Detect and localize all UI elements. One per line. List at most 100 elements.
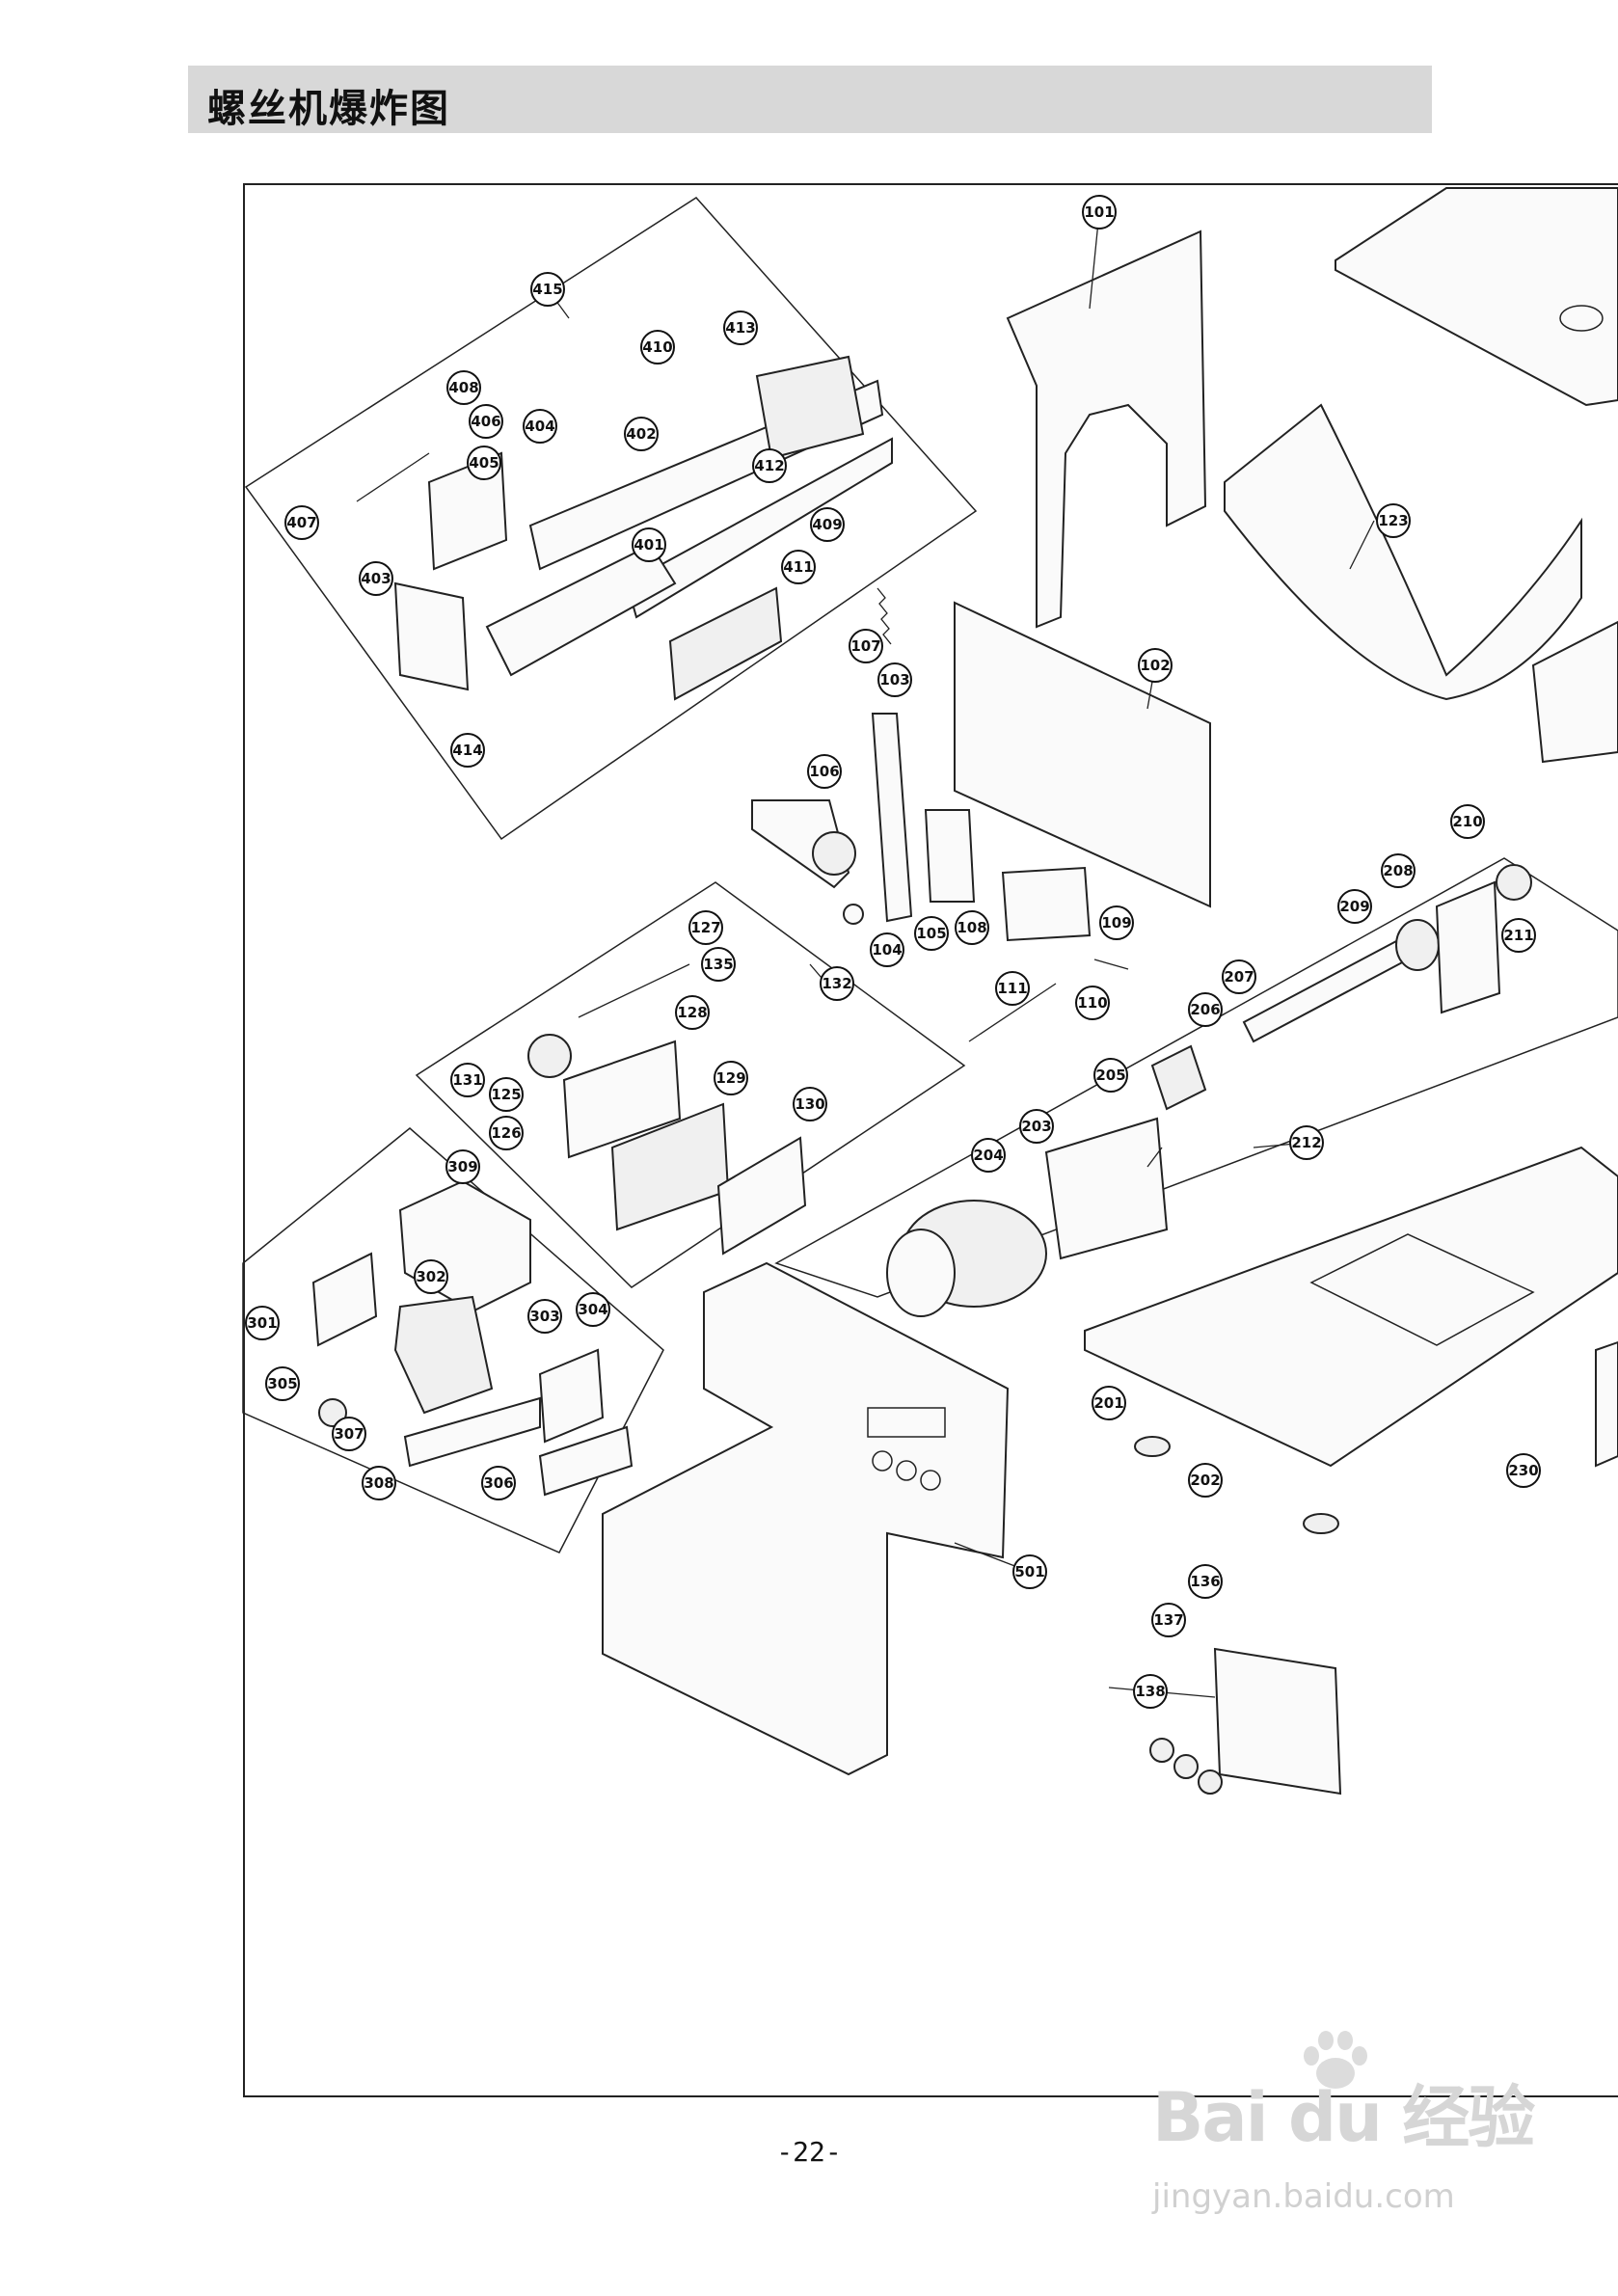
part-guide-123 (1224, 403, 1582, 701)
part-bracket-208 (1435, 880, 1501, 1014)
svg-text:207: 207 (1224, 968, 1254, 986)
svg-text:107: 107 (850, 637, 880, 655)
callout-408: 408 (446, 370, 481, 405)
part-pin-407 (356, 452, 430, 502)
svg-text:201: 201 (1093, 1394, 1123, 1412)
callout-410: 410 (640, 330, 675, 365)
callout-201: 201 (1092, 1386, 1126, 1420)
callout-202: 202 (1188, 1463, 1223, 1498)
part-gear-210 (1496, 864, 1532, 901)
part-button-138a (1149, 1738, 1174, 1763)
svg-text:403: 403 (361, 570, 391, 587)
part-spring-107 (876, 587, 892, 645)
callout-209: 209 (1337, 889, 1372, 924)
part-plate-102 (954, 601, 1211, 908)
svg-text:501: 501 (1014, 1563, 1044, 1580)
part-shaft-206 (1242, 938, 1410, 1043)
svg-text:102: 102 (1140, 657, 1170, 674)
diagram-frame (243, 183, 1618, 2097)
svg-text:206: 206 (1190, 1001, 1220, 1018)
part-motor-204-face (886, 1229, 956, 1317)
page-header: 螺丝机爆炸图 (188, 66, 1432, 133)
page-title: 螺丝机爆炸图 (207, 87, 450, 131)
svg-text:402: 402 (626, 425, 656, 443)
callout-230: 230 (1506, 1453, 1541, 1488)
callout-409: 409 (810, 507, 845, 542)
svg-text:211: 211 (1503, 927, 1533, 944)
page-number: -22- (776, 2136, 842, 2168)
part-edge-230 (1595, 1340, 1618, 1468)
svg-text:131: 131 (452, 1071, 482, 1089)
callout-304: 304 (576, 1292, 610, 1327)
svg-text:103: 103 (879, 671, 909, 689)
paw-icon (1304, 2031, 1367, 2089)
part-button-138b (1173, 1754, 1199, 1779)
callout-128: 128 (675, 995, 710, 1030)
svg-text:309: 309 (447, 1158, 477, 1175)
callout-131: 131 (450, 1063, 485, 1097)
callout-305: 305 (265, 1366, 300, 1401)
svg-text:306: 306 (483, 1474, 513, 1492)
svg-text:106: 106 (809, 763, 839, 780)
callout-406: 406 (469, 404, 503, 439)
callout-205: 205 (1093, 1058, 1128, 1093)
callout-411: 411 (781, 550, 816, 584)
svg-text:412: 412 (754, 457, 784, 474)
part-bracket-130 (716, 1136, 807, 1256)
svg-text:104: 104 (872, 941, 902, 959)
callout-405: 405 (467, 446, 501, 480)
callout-301: 301 (245, 1306, 280, 1340)
svg-text:130: 130 (795, 1095, 824, 1113)
part-arm-127 (578, 963, 690, 1018)
callout-207: 207 (1222, 959, 1256, 994)
part-top-cover-hole (1559, 305, 1604, 332)
callout-110: 110 (1075, 986, 1110, 1020)
callout-126: 126 (489, 1116, 524, 1150)
callouts: 101 102 103 104 105 106 107 108 109 110 … (245, 195, 1541, 1709)
part-plate-128 (562, 1040, 682, 1159)
svg-text:123: 123 (1378, 512, 1408, 529)
svg-text:202: 202 (1190, 1472, 1220, 1489)
svg-text:110: 110 (1077, 994, 1107, 1012)
callout-107: 107 (849, 629, 883, 663)
callout-303: 303 (527, 1299, 562, 1334)
part-housing-button-1 (872, 1450, 893, 1472)
part-edge-bracket (1531, 620, 1618, 764)
part-bracket-302 (398, 1179, 531, 1313)
part-tray-201-window (1309, 1233, 1535, 1346)
part-plate-401 (485, 543, 677, 677)
svg-text:303: 303 (529, 1308, 559, 1325)
callout-401: 401 (632, 527, 666, 562)
part-housing-display (867, 1407, 946, 1438)
svg-text:305: 305 (267, 1375, 297, 1392)
svg-text:230: 230 (1508, 1462, 1538, 1479)
callout-414: 414 (450, 733, 485, 768)
svg-text:108: 108 (957, 919, 986, 936)
part-top-cover (1335, 187, 1618, 407)
part-washer-104 (843, 904, 864, 925)
svg-text:406: 406 (471, 413, 500, 430)
part-cam-205 (1150, 1044, 1207, 1111)
svg-text:413: 413 (725, 319, 755, 337)
svg-text:132: 132 (822, 975, 851, 992)
callout-203: 203 (1019, 1109, 1054, 1144)
svg-text:105: 105 (916, 925, 946, 942)
svg-text:407: 407 (286, 514, 316, 531)
callout-306: 306 (481, 1466, 516, 1500)
svg-text:414: 414 (452, 742, 482, 759)
part-block-303 (393, 1295, 494, 1415)
svg-text:127: 127 (690, 919, 720, 936)
part-plate-307 (403, 1396, 541, 1468)
watermark-url: jingyan.baidu.com (1152, 2177, 1455, 2216)
callout-109: 109 (1099, 905, 1134, 940)
callout-136: 136 (1188, 1564, 1223, 1599)
part-collar-209 (1395, 919, 1440, 971)
part-foot-202b (1303, 1513, 1339, 1534)
svg-text:128: 128 (677, 1004, 707, 1021)
callout-123: 123 (1376, 503, 1411, 538)
part-bracket-203 (1044, 1117, 1169, 1260)
part-plate-101 (1006, 230, 1207, 629)
callout-137: 137 (1151, 1603, 1186, 1637)
part-gear-125 (527, 1034, 572, 1078)
